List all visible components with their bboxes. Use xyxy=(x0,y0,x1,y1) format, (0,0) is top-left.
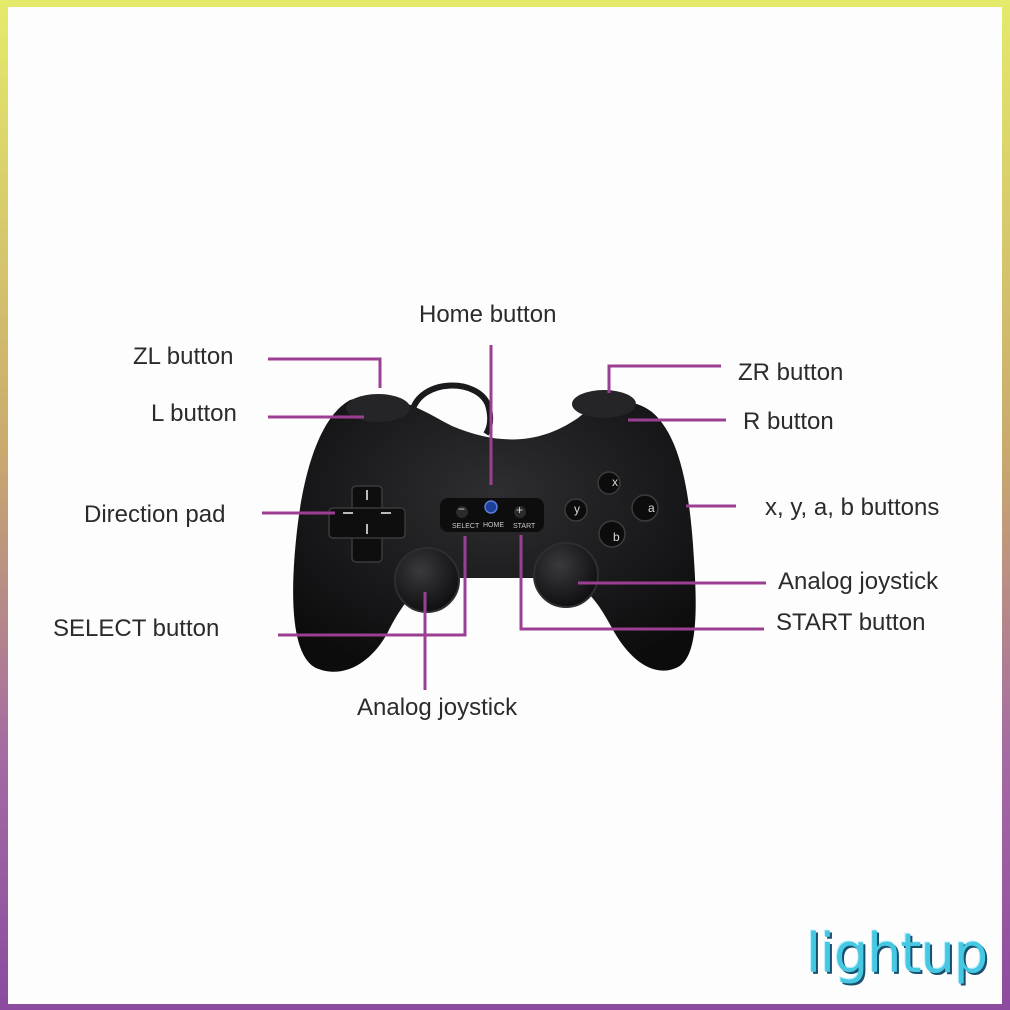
select-caption: SELECT xyxy=(452,523,480,530)
leader-lines xyxy=(262,345,766,690)
x-button[interactable] xyxy=(597,471,621,495)
b-button-label: b xyxy=(613,530,620,544)
l-button-label: L button xyxy=(151,400,237,427)
y-button[interactable] xyxy=(564,498,588,522)
direction-pad[interactable] xyxy=(328,485,406,563)
a-button[interactable] xyxy=(631,494,659,522)
plus-symbol: + xyxy=(516,503,523,517)
xyab-buttons-label: x, y, a, b buttons xyxy=(765,494,939,521)
lightup-logo: lightup xyxy=(806,922,988,985)
controller-body xyxy=(293,396,696,672)
start-leader xyxy=(519,535,764,631)
start-button-label: START button xyxy=(776,609,925,636)
select-leader xyxy=(278,536,467,637)
start-plus-button[interactable] xyxy=(514,506,526,518)
right-analog-joystick[interactable] xyxy=(533,542,599,608)
zr-r-shoulder-bump xyxy=(572,390,636,418)
select-button-label: SELECT button xyxy=(53,615,219,642)
home-button[interactable] xyxy=(484,500,498,514)
direction-pad-label: Direction pad xyxy=(84,501,225,528)
start-caption: START xyxy=(513,523,536,530)
analog-joystick-right-label: Analog joystick xyxy=(778,568,939,595)
left-analog-joystick[interactable] xyxy=(394,547,460,613)
zl-button-label: ZL button xyxy=(133,343,234,370)
x-button-label: x xyxy=(612,475,618,489)
y-button-label: y xyxy=(574,502,580,516)
home-caption: HOME xyxy=(483,522,504,529)
analog-joystick-left-label: Analog joystick xyxy=(357,694,518,721)
controller-image: − + SELECT HOME START x y a b xyxy=(293,382,696,672)
minus-symbol: − xyxy=(458,502,465,516)
zr-button-label: ZR button xyxy=(738,359,843,386)
a-button-label: a xyxy=(648,501,655,515)
r-button-label: R button xyxy=(743,408,834,435)
zr-leader xyxy=(607,364,721,393)
b-button[interactable] xyxy=(598,520,626,548)
controller-cable xyxy=(409,382,494,436)
select-minus-button[interactable] xyxy=(456,506,468,518)
home-button-label: Home button xyxy=(419,301,556,328)
zl-leader xyxy=(268,357,382,388)
zl-l-shoulder-bump xyxy=(346,394,410,422)
